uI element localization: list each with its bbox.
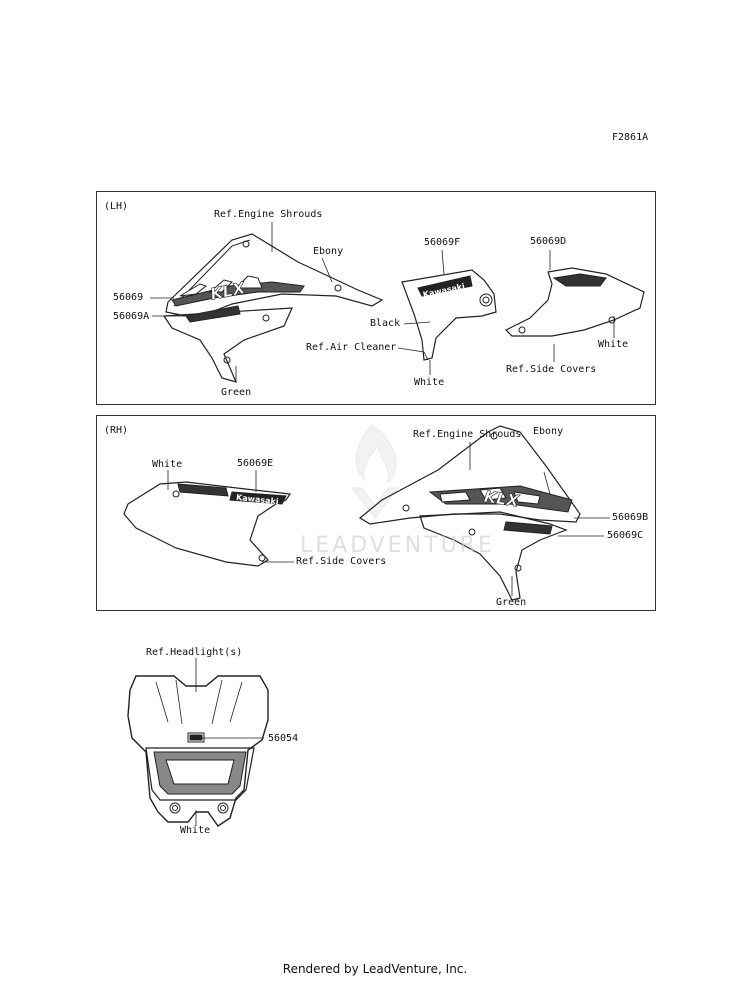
rh-ref-engine-shrouds-label: Ref.Engine Shrouds <box>413 429 522 440</box>
rh-panel <box>96 415 656 611</box>
part-56069D-label: 56069D <box>530 236 567 247</box>
rh-engine-shroud-decal <box>358 425 581 601</box>
footer-credit: Rendered by LeadVenture, Inc. <box>282 962 468 976</box>
rh-side-cover-decal <box>123 481 292 567</box>
lh-panel <box>96 191 656 405</box>
leadventure-watermark <box>350 424 400 519</box>
leader-lines <box>150 222 615 826</box>
lh-ebony-label: Ebony <box>313 246 344 257</box>
air-cleaner-decal <box>401 269 497 361</box>
rh-ebony-label: Ebony <box>533 426 564 437</box>
headlight-cover <box>127 675 269 827</box>
lh-shroud-klx-text: KLX <box>209 278 248 304</box>
rh-tag: (RH) <box>104 425 129 436</box>
part-56069F-label: 56069F <box>424 237 461 248</box>
lh-ref-engine-shrouds-label: Ref.Engine Shrouds <box>214 209 323 220</box>
part-56069C-label: 56069C <box>607 530 644 541</box>
lh-black-label: Black <box>370 318 401 329</box>
headlight-white-label: White <box>180 825 211 836</box>
rh-white-e-label: White <box>152 459 183 470</box>
lh-ref-air-cleaner-label: Ref.Air Cleaner <box>306 342 397 353</box>
part-56069E-label: 56069E <box>237 458 274 469</box>
lh-tag: (LH) <box>104 201 129 212</box>
lh-engine-shroud-decal <box>162 233 384 383</box>
ref-headlights-label: Ref.Headlight(s) <box>146 647 243 658</box>
part-56069-label: 56069 <box>113 292 144 303</box>
figure-code: F2861A <box>612 132 649 143</box>
lh-white-d-label: White <box>598 339 629 350</box>
watermark-text: LEADVENTURE <box>300 533 495 558</box>
part-56054-label: 56054 <box>268 733 299 744</box>
rh-green-label: Green <box>496 597 527 608</box>
part-56069A-label: 56069A <box>113 311 150 322</box>
rh-shroud-klx-text: KLX <box>483 487 521 511</box>
lh-green-label: Green <box>221 387 252 398</box>
lh-white-f-label: White <box>414 377 445 388</box>
rh-side-cover-kawasaki-text: Kawasaki <box>236 493 280 506</box>
lh-ref-side-covers-label: Ref.Side Covers <box>506 364 597 375</box>
lh-side-cover-decal <box>504 267 645 337</box>
part-56069B-label: 56069B <box>612 512 649 523</box>
rh-ref-side-covers-label: Ref.Side Covers <box>296 556 387 567</box>
